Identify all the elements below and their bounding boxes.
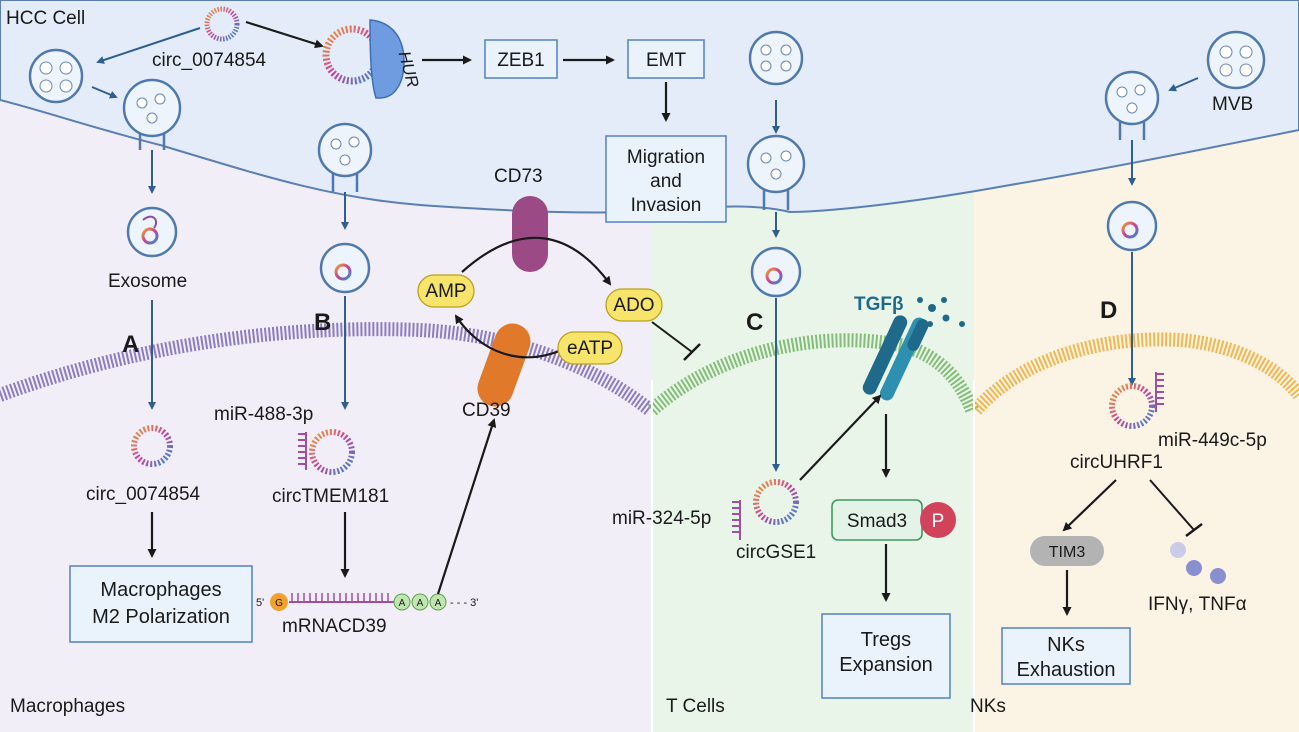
hcc-cell-label: HCC Cell <box>6 8 85 29</box>
polya-1: A <box>399 598 406 609</box>
cd39-label: CD39 <box>462 400 511 421</box>
circ-tmem181-label: circTMEM181 <box>272 486 389 507</box>
panel-c-label: C <box>746 309 763 336</box>
circ-uhrf1-label: circUHRF1 <box>1070 452 1163 473</box>
eatp-node <box>557 331 623 365</box>
nks-exhaustion-box <box>1001 627 1131 685</box>
secreting-vesicle-d <box>1104 70 1160 140</box>
five-prime-label: 5' <box>256 597 264 609</box>
macrophages-label: Macrophages <box>10 696 125 717</box>
migration-box <box>605 135 727 223</box>
mvb-label: MVB <box>1212 94 1253 115</box>
tim3-node <box>1030 536 1104 566</box>
migration-line1: Migration <box>627 147 705 168</box>
mvb-left <box>28 48 84 104</box>
panel-d-label: D <box>1100 297 1117 324</box>
exosome-label: Exosome <box>108 271 187 292</box>
nks-label: NKs <box>970 696 1006 717</box>
exosome-a <box>126 206 178 258</box>
circ-gse1 <box>732 479 799 540</box>
exosome-c <box>750 246 802 298</box>
circ-0074854-top-label: circ_0074854 <box>152 50 267 71</box>
m2-box-line2: M2 Polarization <box>92 606 230 628</box>
mrna-cd39: G <box>270 593 447 611</box>
mrna-cap: G <box>275 598 283 609</box>
circ-rna-top-small <box>204 6 240 42</box>
circ-rna-hur-complex <box>322 19 405 99</box>
circ-tmem181 <box>298 429 355 475</box>
smad3-label: Smad3 <box>847 511 907 532</box>
mvb-right <box>1206 30 1266 90</box>
mir-488-label: miR-488-3p <box>214 404 313 425</box>
macrophage-membrane <box>0 322 655 416</box>
tgfb-ligand-dots <box>917 297 965 327</box>
cytokine-dots <box>1170 542 1226 584</box>
m2-polarization-box <box>69 565 253 643</box>
secreting-vesicle-c <box>746 134 806 210</box>
emt-box <box>627 39 705 79</box>
mrna-cd39-label: mRNACD39 <box>282 616 387 637</box>
polya-2: A <box>417 598 424 609</box>
tcell-membrane <box>647 333 979 416</box>
m2-box-line1: Macrophages <box>100 579 221 601</box>
phospho-label: P <box>932 511 945 532</box>
amp-label: AMP <box>425 281 466 302</box>
nks-box-line2: Exhaustion <box>1017 659 1116 681</box>
ado-label: ADO <box>613 295 654 316</box>
cd39-protein <box>477 323 531 407</box>
mir-449-label: miR-449c-5p <box>1158 430 1267 451</box>
eatp-label: eATP <box>567 338 613 359</box>
phospho-node <box>920 502 956 538</box>
tregs-line1: Tregs <box>861 629 911 651</box>
mvb-c <box>748 30 804 86</box>
panel-a-label: A <box>122 331 139 358</box>
emt-label: EMT <box>646 50 687 71</box>
circ-uhrf1 <box>1109 372 1164 429</box>
migration-line3: Invasion <box>631 195 702 216</box>
amp-node <box>417 274 475 308</box>
tgfb-label: TGFβ <box>854 294 904 315</box>
circ-0074854-a-label: circ_0074854 <box>86 484 201 505</box>
panel-b-label: B <box>314 309 331 336</box>
exosome-d <box>1106 200 1158 252</box>
cd73-label: CD73 <box>494 166 543 187</box>
tregs-box <box>821 613 951 699</box>
circ-0074854-a <box>131 425 173 467</box>
tim3-label: TIM3 <box>1049 544 1086 561</box>
migration-line2: and <box>650 171 682 192</box>
zeb1-label: ZEB1 <box>497 50 545 71</box>
tregs-line2: Expansion <box>839 654 932 676</box>
zeb1-box <box>484 39 558 79</box>
secreting-vesicle-b <box>317 122 373 192</box>
tcells-label: T Cells <box>666 696 725 717</box>
secreting-vesicle-a <box>122 78 182 150</box>
exosome-b <box>319 242 371 294</box>
polya-3: A <box>435 598 442 609</box>
nks-box-line1: NKs <box>1047 634 1085 656</box>
cytokines-label: IFNγ, TNFα <box>1148 594 1247 615</box>
circ-gse1-label: circGSE1 <box>736 542 816 563</box>
cd73-protein <box>512 196 548 272</box>
three-prime-label: - - - 3' <box>450 597 478 609</box>
mir-324-label: miR-324-5p <box>612 508 711 529</box>
ado-node <box>605 288 663 322</box>
tgfb-receptor <box>862 315 929 401</box>
